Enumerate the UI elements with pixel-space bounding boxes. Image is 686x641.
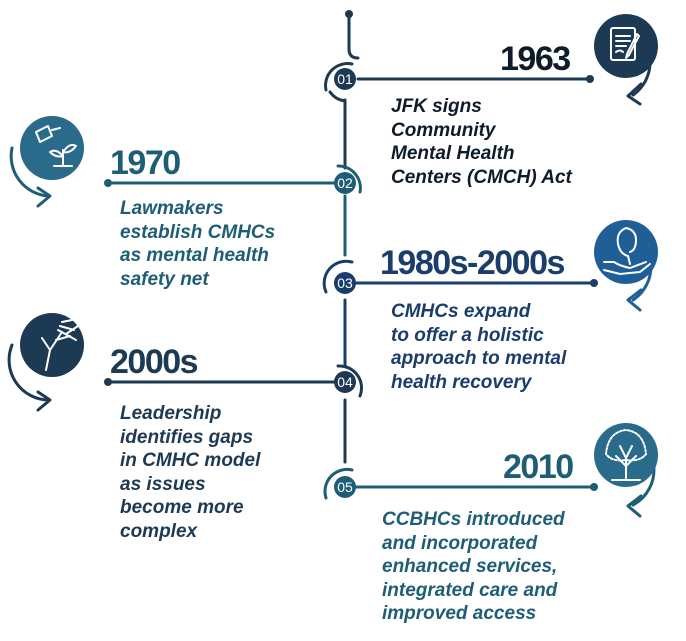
event-year: 2010 [503, 448, 574, 486]
event-description: CMHCs expand to offer a holistic approac… [391, 301, 567, 393]
event-description: Lawmakers establish CMHCs as mental heal… [120, 198, 276, 290]
wind-blown-tree-icon [20, 313, 84, 377]
event-description: JFK signs Community Mental Health Center… [391, 96, 572, 188]
event-number-badge: 02 [334, 172, 356, 194]
event-number-badge: 01 [334, 68, 356, 90]
event-number-badge: 04 [334, 371, 356, 393]
spine-top [347, 12, 360, 60]
event-number-badge: 03 [334, 272, 356, 294]
event-year: 2000s [110, 343, 199, 381]
event-description: CCBHCs introduced and incorporated enhan… [382, 509, 565, 624]
event-number-badge: 05 [334, 476, 356, 498]
event-year: 1963 [500, 40, 571, 78]
event-year: 1970 [110, 144, 181, 182]
hand-holding-head-icon [594, 220, 658, 284]
event-year: 1980s-2000s [380, 244, 565, 282]
event-description: Leadership identifies gaps in CMHC model… [120, 403, 261, 542]
